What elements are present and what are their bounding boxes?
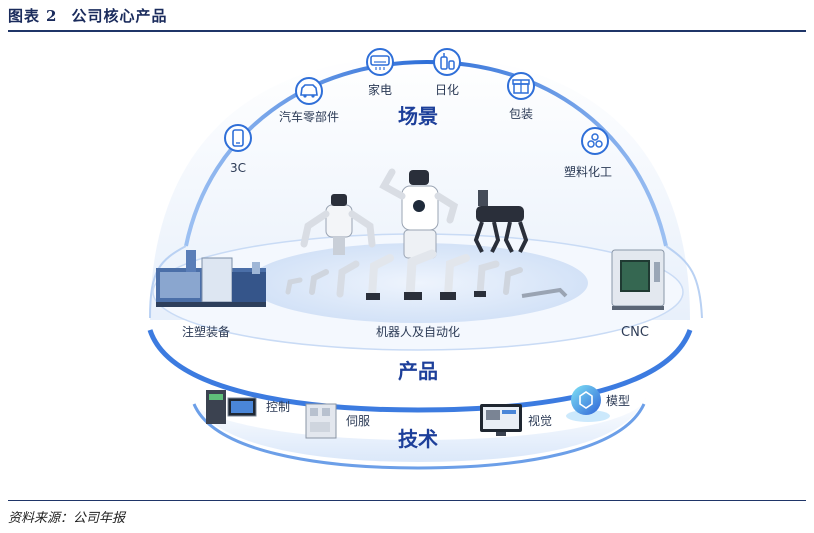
product-label: CNC [621,325,649,340]
scene-item-packaging: 包装 [507,72,535,121]
technology-rim-arc [192,403,646,470]
bottom-rule [8,500,806,501]
scene-label: 塑料化工 [564,164,612,179]
injection-molding-machine-illustration [156,250,266,307]
gift-box-icon [512,79,530,94]
scene-icon-circle [224,124,252,152]
phone-icon [232,129,244,147]
vision-monitor-illustration [480,404,522,436]
scene-item-auto-parts: 汽车零部件 [279,77,339,124]
tech-label: 伺服 [346,414,370,428]
dual-arm-robot [300,194,376,255]
tech-label: 视觉 [528,413,552,428]
scene-label: 汽车零部件 [279,109,339,124]
robot-disc [248,243,588,323]
scene-icon-circle [295,77,323,105]
servo-drive-illustration [305,403,337,439]
figure-prefix: 图表 [8,7,41,25]
humanoid-robot [379,168,459,259]
figure-caption: 公司核心产品 [71,7,168,25]
tech-label: 模型 [606,394,630,408]
product-rim-arc [147,329,693,413]
product-label: 机器人及自动化 [376,325,460,339]
source-note: 资料来源：公司年报 [8,511,126,526]
ai-model-icon [566,385,610,422]
tech-item-servo: 伺服 [305,403,370,439]
scene-item-daily-chemicals: 日化 [433,48,461,97]
tech-item-model: 模型 [566,385,630,422]
product-title: 产品 [398,359,438,383]
product-label: 注塑装备 [182,324,230,339]
scene-arc [184,59,668,247]
industrial-arms [285,249,568,301]
bottle-icon [440,53,455,70]
air-conditioner-icon [370,55,390,70]
molecule-icon [587,133,603,148]
scene-label: 家电 [368,82,392,97]
controller-cabinet-illustration [206,390,257,424]
figure-number: 2 [46,7,58,25]
technology-title: 技术 [398,427,438,451]
quadruped-robot [473,190,529,253]
figure-title: 图表 2 公司核心产品 [8,5,167,26]
technology-band [190,396,646,462]
top-rule [8,30,806,32]
scene-label: 3C [230,161,246,175]
car-icon [300,84,318,98]
scene-arc-right-tail [665,245,703,319]
tech-label: 控制 [266,400,290,414]
scene-icon-circle [581,127,609,155]
scene-item-appliances: 家电 [366,48,394,97]
tech-item-vision: 视觉 [480,404,552,436]
scene-title: 场景 [398,104,438,128]
scene-label: 日化 [435,83,459,97]
tech-item-control: 控制 [206,390,290,424]
scene-item-plastics-chemical: 塑料化工 [564,127,612,179]
scene-label: 包装 [509,107,533,121]
robots-illustration [285,168,568,301]
scene-item-3c: 3C [224,124,252,175]
cnc-machine-illustration [611,249,665,310]
